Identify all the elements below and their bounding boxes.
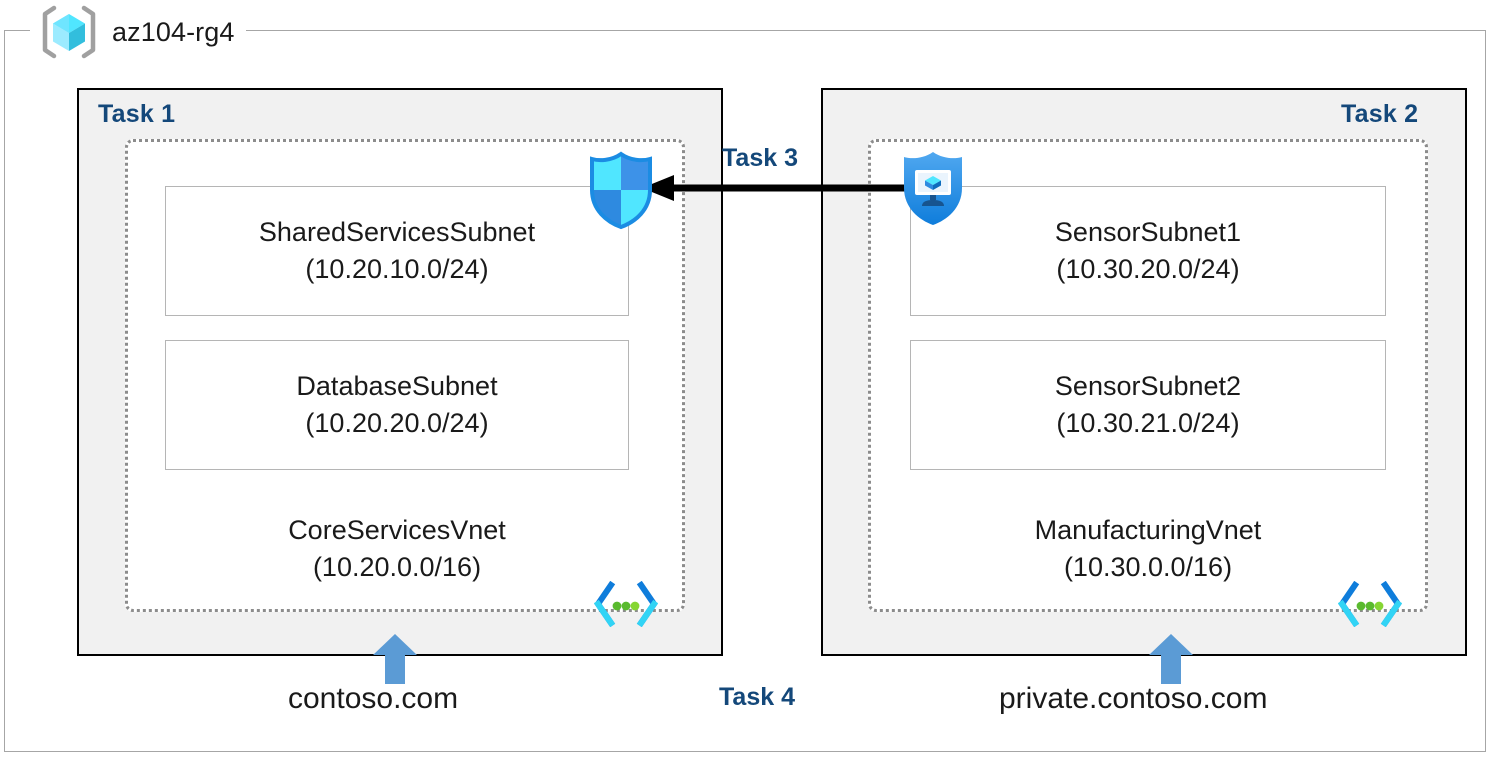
azure-resource-group-icon	[42, 5, 96, 59]
peering-arrow-icon	[642, 175, 912, 201]
shield-monitor-icon	[904, 152, 962, 225]
subnet-databasesubnet: DatabaseSubnet (10.20.20.0/24)	[165, 340, 629, 470]
coreservicesvnet-caption: CoreServicesVnet (10.20.0.0/16)	[165, 512, 629, 587]
subnet-sensorsubnet2: SensorSubnet2 (10.30.21.0/24)	[910, 340, 1386, 470]
dns-zone-arrow-icon	[1149, 634, 1193, 684]
subnet-sensorsubnet1: SensorSubnet1 (10.30.20.0/24)	[910, 186, 1386, 316]
task2-label: Task 2	[1341, 100, 1419, 128]
vnet-name: CoreServicesVnet	[288, 515, 506, 545]
dns-zone-contoso: contoso.com	[288, 682, 459, 715]
subnet-cidr: (10.20.10.0/24)	[305, 254, 489, 284]
manufacturingvnet-caption: ManufacturingVnet (10.30.0.0/16)	[910, 512, 1386, 587]
vnet-name: ManufacturingVnet	[1034, 515, 1262, 545]
subnet-cidr: (10.30.21.0/24)	[1056, 408, 1240, 438]
subnet-name: SensorSubnet1	[1054, 216, 1242, 247]
virtual-network-icon	[594, 581, 658, 627]
subnet-cidr: (10.30.20.0/24)	[1056, 254, 1240, 284]
resource-group-frame	[4, 30, 1486, 752]
resource-group-header: az104-rg4	[30, 4, 247, 60]
task1-label: Task 1	[98, 100, 176, 128]
task3-label: Task 3	[722, 144, 798, 172]
dns-zone-private-contoso: private.contoso.com	[999, 682, 1268, 715]
task4-label: Task 4	[719, 683, 795, 711]
resource-group-name: az104-rg4	[112, 16, 235, 47]
virtual-network-icon	[1338, 581, 1402, 627]
subnet-name: DatabaseSubnet	[296, 370, 498, 401]
vnet-cidr: (10.20.0.0/16)	[312, 552, 482, 583]
subnet-name: SensorSubnet2	[1054, 370, 1242, 401]
vnet-cidr: (10.30.0.0/16)	[1063, 552, 1233, 583]
shield-icon	[590, 151, 652, 230]
subnet-sharedservicessubnet: SharedServicesSubnet (10.20.10.0/24)	[165, 186, 629, 316]
subnet-name: SharedServicesSubnet	[258, 216, 536, 247]
dns-zone-arrow-icon	[373, 634, 417, 684]
subnet-cidr: (10.20.20.0/24)	[305, 408, 489, 438]
